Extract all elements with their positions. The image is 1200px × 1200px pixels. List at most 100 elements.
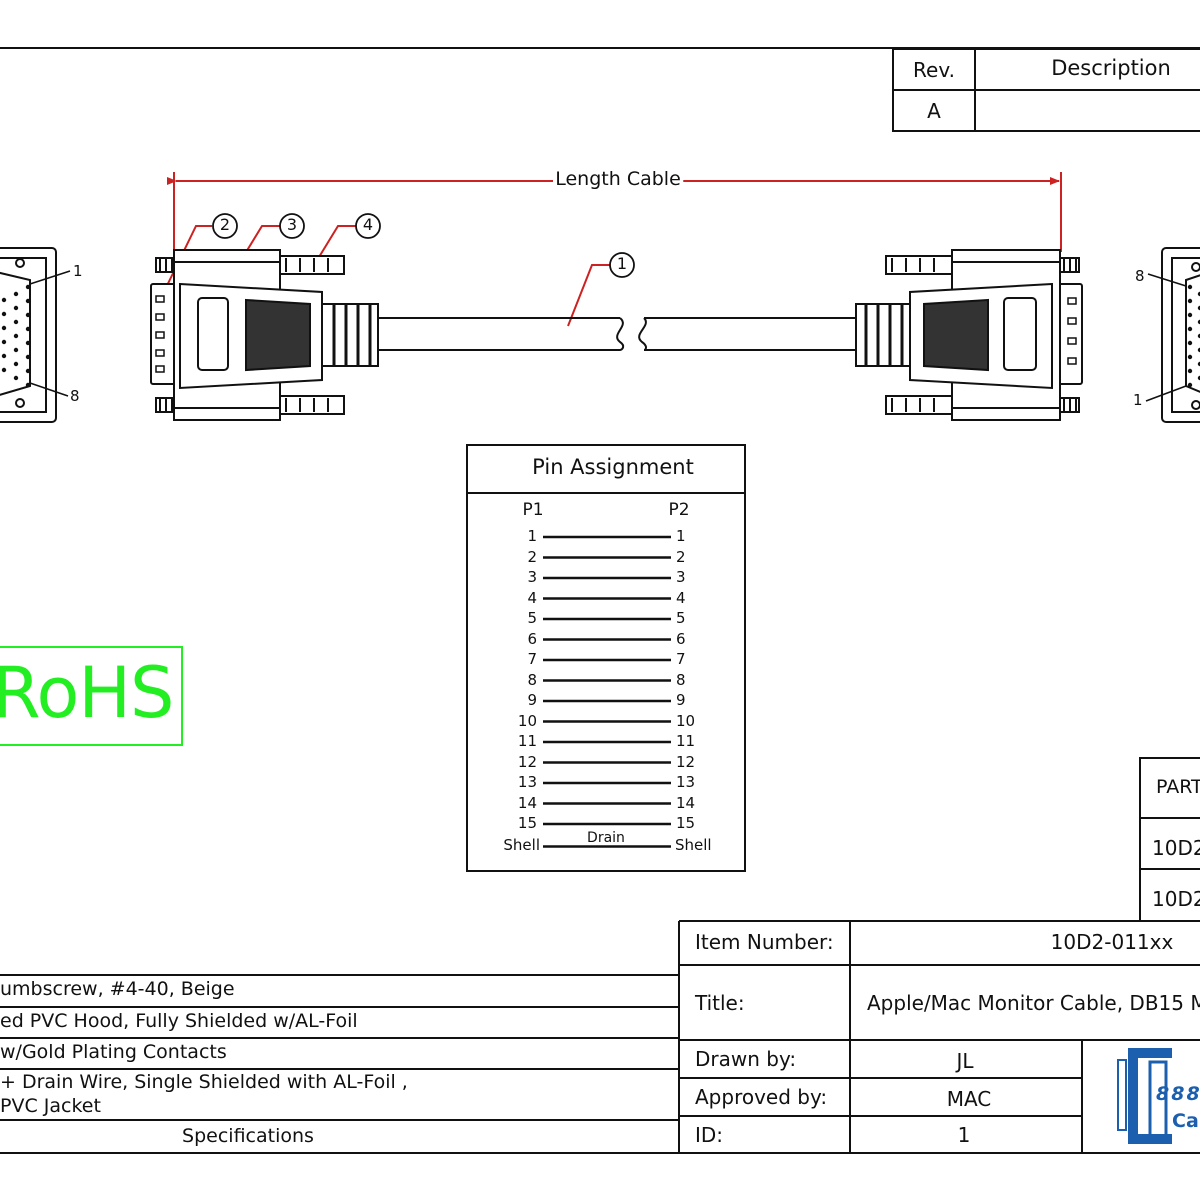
description-header: Description [1051,56,1171,80]
connector-pin-dot [1,297,7,303]
p2-header: P2 [668,500,690,520]
connector-pin-dot [1,325,7,331]
pin-p1-label: 2 [527,547,537,566]
pin-p1-label: 6 [527,629,537,648]
pin-p1-label: 7 [527,650,537,668]
title-label: Title: [695,991,745,1015]
spec-row-hood: ed PVC Hood, Fully Shielded w/AL-Foil [0,1010,358,1032]
pin-assignment-title: Pin Assignment [532,455,694,479]
connector-pin-dot [1187,326,1193,332]
left-hood-window [197,297,229,371]
connector-pin-dot [25,284,31,290]
left-hood-grip [245,298,311,372]
right-connector-pin-8-label: 8 [1135,267,1145,285]
left-metal-shell [150,283,176,385]
pin-p1-label: 12 [517,752,537,771]
callout-circle-1 [609,252,635,278]
pin-p2-label: 1 [676,527,686,545]
connector-pin-dot [25,354,31,360]
pin-p2-label: 6 [676,629,686,648]
id-label: ID: [695,1123,724,1147]
right-metal-shell [1057,283,1083,385]
connector-pin-dot [25,298,31,304]
connector-pin-dot [1197,333,1200,339]
drain-label: Drain [587,830,625,846]
pin-p2-label: 3 [676,568,686,586]
logo-text-top: 888 [1156,1083,1200,1105]
pin-p1-label: 8 [527,670,537,689]
left-plug [150,249,379,421]
connector-pin-dot [13,319,19,325]
connector-pin-dot [13,361,19,367]
callout-circles [212,213,635,278]
right-pin-1-leader [1145,385,1187,402]
revision-block [892,48,1200,132]
part-table-frame [1139,757,1200,920]
pin-p1-label: 11 [517,732,537,750]
connector-pin-dot [1187,368,1193,374]
callout-4-label: 4 [362,215,374,234]
left-thumbscrew-threads [159,258,329,412]
cable-jacket [378,317,856,351]
pin-p1-label: 4 [527,588,537,607]
connector-pin-dot [1187,354,1193,360]
right-thumbscrew-threads [891,258,1077,412]
connector-pin-dot [1197,305,1200,311]
pin-p2-label: 12 [676,752,696,771]
drawn-by-value: JL [956,1049,974,1073]
callout-circle-3 [279,213,305,239]
id-value: 1 [957,1123,971,1147]
cable-break-left [616,317,625,351]
pin-p2-label: 5 [676,609,686,627]
spec-row-thumbscrew: umbscrew, #4-40, Beige [0,978,235,1000]
pin-p1-label: 5 [527,609,537,627]
right-hood-grip [923,298,989,372]
connector-pin-dot [1187,382,1193,388]
left-connector-pin-1-label: 1 [73,262,83,280]
pin-p2-label: 13 [676,773,696,791]
spec-row-cable-1: + Drain Wire, Single Shielded with AL-Fo… [0,1071,408,1093]
specifications-frame [0,974,680,1154]
pin-wires [543,535,671,848]
p1-header: P1 [522,500,544,520]
company-logo-mark [1117,1048,1172,1144]
connector-pin-dot [1187,298,1193,304]
pin-p1-label: 15 [517,814,537,832]
pin-p2-label: 8 [676,670,686,689]
connector-pin-dot [13,333,19,339]
left-strain-relief-ribs [332,304,372,366]
pin-assignment-frame [466,444,746,872]
part-row-1: 10D2 [1152,836,1200,860]
part-header: PART [1156,776,1200,798]
pin-p1-label: 10 [517,711,537,730]
connector-pin-dot [1187,340,1193,346]
connector-pin-dot [25,382,31,388]
pin-p2-label: 11 [676,732,696,750]
length-cable-label: Length Cable [553,168,683,190]
connector-pin-dot [1,353,7,359]
logo-text-bottom: Ca [1172,1110,1199,1132]
connector-pin-dot [1197,361,1200,367]
pin-p2-label: 4 [676,588,686,607]
shell-left-label: Shell [503,836,540,854]
connector-pin-dot [25,368,31,374]
left-pin-8-leader [29,382,69,397]
title-value: Apple/Mac Monitor Cable, DB15 M [867,991,1200,1015]
pin-p2-label: 10 [676,711,696,730]
right-connector-pin-1-label: 1 [1133,391,1143,409]
connector-pin-dot [13,347,19,353]
connector-pin-dot [1187,312,1193,318]
callout-2-label: 2 [219,215,231,234]
rev-value: A [927,99,941,123]
connector-pin-dot [1,339,7,345]
callout-circle-2 [212,213,238,239]
right-hood-window [1003,297,1037,371]
pin-p1-label: 14 [517,793,537,812]
rohs-box [0,646,183,746]
connector-pin-dot [1,367,7,373]
left-connector-face [0,247,57,423]
callout-3-label: 3 [286,215,298,234]
part-row-2: 10D2 [1152,887,1200,911]
pin-p2-label: 15 [676,814,696,832]
